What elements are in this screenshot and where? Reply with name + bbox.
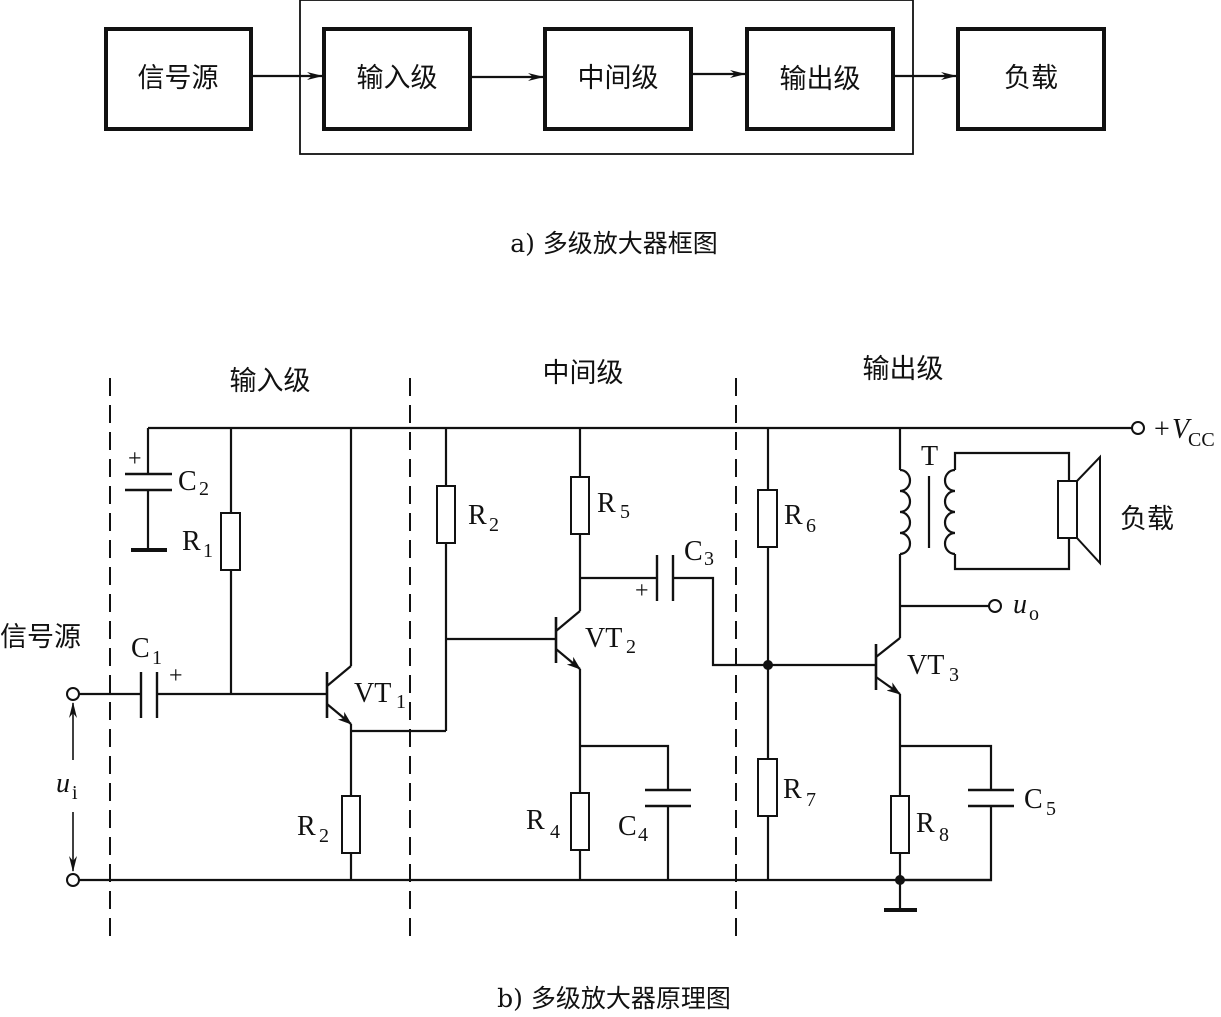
vcc-prefix: + [1154,414,1170,445]
vt3-index: 3 [949,664,959,686]
c2-label: C [178,466,197,497]
resistor-r5: R 5 [570,428,630,611]
transistor-vt2: VT 2 [554,610,636,793]
c2-index: 2 [199,478,209,500]
output-terminal: u o [900,589,1039,625]
r2-index: 2 [319,825,329,847]
block-label: 信号源 [138,63,219,94]
uo-subscript: o [1029,603,1039,625]
r8-index: 8 [939,824,949,846]
transformer-label: T [921,441,938,472]
vcc-terminal [1131,421,1145,435]
r7-label: R [783,774,802,805]
r4-label: R [526,805,545,836]
block-label: 输出级 [780,64,861,95]
block-load: 负载 [956,27,1106,131]
resistor-r2-bias: R 2 [436,428,556,731]
resistor-r8: R 8 [890,795,949,910]
vcc-rail: + V CC [148,414,1215,451]
capacitor-c4: C 4 [580,744,691,880]
schematic: 输入级 中间级 输出级 + V CC u i 信号源 [0,354,1215,1013]
vcc-symbol: V [1172,414,1192,445]
stage-title-middle: 中间级 [543,358,624,389]
uo-symbol: u [1013,589,1027,620]
r8-label: R [916,808,935,839]
r6-index: 6 [806,515,816,537]
block-label: 负载 [1004,63,1058,94]
resistor-r6: R 6 [757,428,816,759]
c1-index: 1 [152,647,162,669]
capacitor-c2: + C 2 [125,428,209,552]
c3-label: C [684,536,703,567]
r5-index: 5 [620,501,630,523]
vt2-label: VT [585,623,622,654]
resistor-r1: R 1 [182,428,241,694]
stage-title-input: 输入级 [230,366,311,397]
ui-subscript: i [72,782,78,804]
input-terminals: u i 信号源 [0,622,81,887]
r1-label: R [182,526,201,557]
block-label: 中间级 [578,63,659,94]
block-output-stage: 输出级 [745,27,895,131]
r2-label: R [297,811,316,842]
resistor-r2-emitter: R 2 [297,795,361,880]
block-input-stage: 输入级 [322,27,472,131]
c4-label: C [618,811,637,842]
c5-label: C [1024,784,1043,815]
c4-index: 4 [638,824,648,846]
stage-title-output: 输出级 [863,354,944,385]
caption-b: b) 多级放大器原理图 [497,984,731,1013]
vt3-label: VT [907,650,944,681]
c3-index: 3 [704,548,714,570]
source-label: 信号源 [0,622,81,653]
junction-dot [895,875,905,885]
transistor-vt1: VT 1 [325,428,446,796]
resistor-r7: R 7 [757,758,816,880]
polarity-plus: + [635,578,649,604]
ui-symbol: u [56,768,70,799]
block-signal-source: 信号源 [104,27,253,131]
block-label: 输入级 [357,63,438,94]
speaker-icon: 负载 [1057,454,1174,566]
polarity-plus: + [169,663,183,689]
polarity-plus: + [128,446,142,472]
block-middle-stage: 中间级 [543,27,693,131]
r7-index: 7 [806,789,816,811]
r2-index: 2 [489,514,499,536]
block-diagram: 信号源 输入级 中间级 输出级 负载 a) 多级放大器框图 [104,0,1106,258]
vt1-index: 1 [396,691,406,713]
resistor-r4: R 4 [526,792,590,880]
r5-label: R [597,488,616,519]
vt2-index: 2 [626,636,636,658]
vcc-subscript: CC [1188,429,1215,451]
r1-index: 1 [203,540,213,562]
transistor-vt3: VT 3 [874,637,959,796]
c1-label: C [131,633,150,664]
r2-label: R [468,500,487,531]
capacitor-c1: + C 1 [79,633,327,718]
vt1-label: VT [354,678,391,709]
c5-index: 5 [1046,798,1056,820]
r6-label: R [784,500,803,531]
capacitor-c3: + C 3 [580,536,875,667]
load-label: 负载 [1120,504,1174,535]
transformer-t: T [898,428,1071,638]
caption-a: a) 多级放大器框图 [510,229,718,258]
junction-dot [763,660,773,670]
capacitor-c5: C 5 [900,744,1056,882]
r4-index: 4 [550,821,560,843]
